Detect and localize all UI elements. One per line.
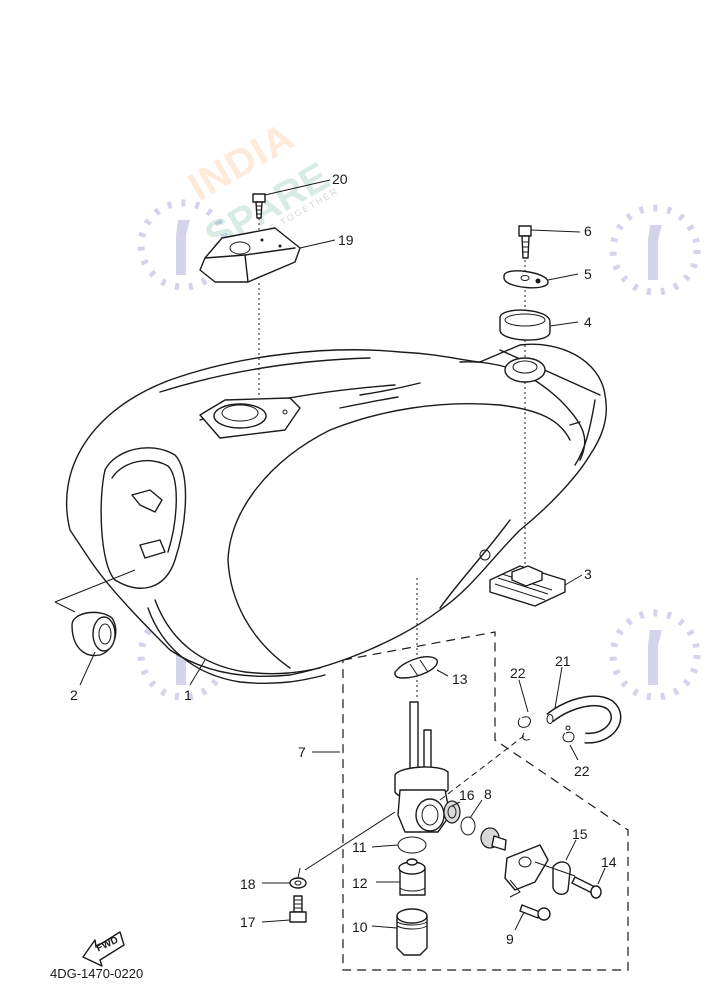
callout-22a[interactable]: 22 (510, 665, 526, 681)
callout-22b[interactable]: 22 (574, 763, 590, 779)
gasket-16-illustration (443, 800, 461, 824)
callout-leaders (79, 179, 606, 931)
callout-20[interactable]: 20 (332, 171, 348, 187)
callout-11[interactable]: 11 (352, 839, 367, 855)
damper-3-illustration (489, 565, 566, 607)
fuel-cap-illustration (199, 227, 301, 283)
callout-3[interactable]: 3 (584, 566, 592, 582)
plate-5-illustration (503, 270, 549, 289)
callout-16[interactable]: 16 (459, 787, 475, 803)
callout-6[interactable]: 6 (584, 223, 592, 239)
callout-5[interactable]: 5 (584, 266, 592, 282)
callout-15[interactable]: 15 (572, 826, 588, 842)
callout-1[interactable]: 1 (184, 687, 192, 703)
callout-8[interactable]: 8 (484, 786, 492, 802)
callout-13[interactable]: 13 (452, 671, 468, 687)
o-ring-8-illustration (460, 816, 476, 836)
fuel-tank-illustration (65, 343, 607, 684)
callout-7[interactable]: 7 (298, 744, 306, 760)
callout-4[interactable]: 4 (584, 314, 592, 330)
cup-10-illustration (396, 908, 428, 956)
callout-10[interactable]: 10 (352, 919, 368, 935)
callout-21[interactable]: 21 (555, 653, 571, 669)
fwd-arrow-icon (82, 931, 125, 967)
callout-19[interactable]: 19 (338, 232, 354, 248)
bolt-17-illustration (289, 895, 307, 923)
fuel-hose-21-illustration (546, 695, 622, 744)
o-ring-11-illustration (397, 836, 427, 854)
washer-18-illustration (289, 877, 307, 889)
clip-22b-illustration (562, 725, 575, 743)
screw-9-illustration (519, 904, 551, 921)
fuel-cock-illustration (394, 701, 451, 833)
grommet-2-illustration (71, 611, 117, 657)
valve-stem-illustration (480, 827, 507, 851)
bolt-6-illustration (518, 225, 532, 259)
callout-9[interactable]: 9 (506, 931, 514, 947)
part-code: 4DG-1470-0220 (50, 966, 144, 981)
callout-18[interactable]: 18 (240, 876, 256, 892)
callout-14[interactable]: 14 (601, 854, 617, 870)
bolt-20-illustration (252, 193, 266, 219)
lever-15-illustration (552, 861, 571, 895)
callout-2[interactable]: 2 (70, 687, 78, 703)
lever-plate-illustration (504, 844, 549, 891)
clip-22a-illustration (517, 716, 531, 741)
damper-4-illustration (499, 309, 551, 341)
callout-12[interactable]: 12 (352, 875, 368, 891)
callout-17[interactable]: 17 (240, 914, 256, 930)
strainer-12-illustration (398, 858, 426, 896)
gasket-13-illustration (394, 656, 438, 679)
screw-14-illustration (571, 876, 602, 899)
